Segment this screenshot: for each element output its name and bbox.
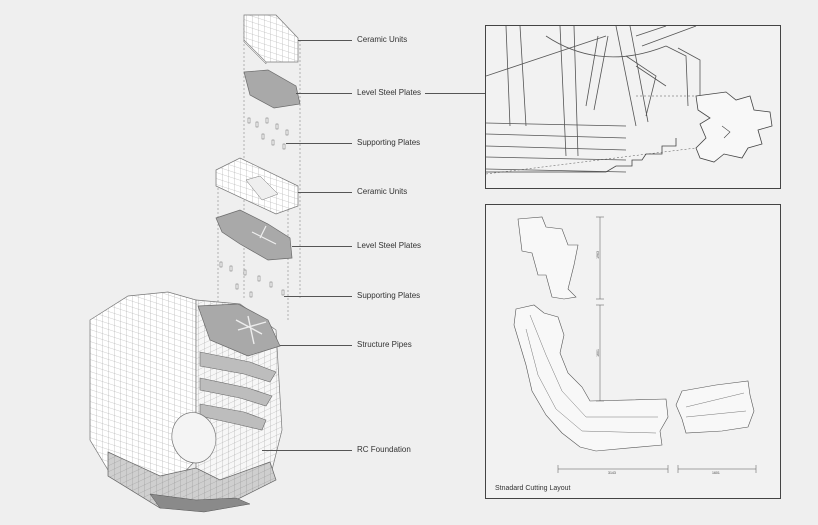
- ceramic-units-mid-layer: [215, 157, 299, 215]
- label-level-steel-plates-mid: Level Steel Plates: [357, 241, 422, 250]
- label-structure-pipes: Structure Pipes: [357, 340, 412, 349]
- label-ceramic-units-mid: Ceramic Units: [357, 187, 408, 196]
- dimension-small-piece-width: 1601: [712, 471, 720, 475]
- dimension-l-piece-width: 3143: [608, 471, 616, 475]
- cutting-layout-drawing: [513, 216, 757, 473]
- detail-elevation-drawing: [486, 26, 773, 175]
- leader-supporting-plates-top: [286, 143, 352, 144]
- leader-level-steel-to-panel: [425, 93, 485, 94]
- label-ceramic-units-top: Ceramic Units: [357, 35, 408, 44]
- main-structure-mass: [89, 291, 283, 513]
- label-level-steel-plates-top: Level Steel Plates: [357, 88, 422, 97]
- label-supporting-plates-mid: Supporting Plates: [357, 291, 421, 300]
- leader-level-steel-plates-mid: [292, 246, 352, 247]
- leader-supporting-plates-mid: [284, 296, 352, 297]
- label-rc-foundation: RC Foundation: [357, 445, 411, 454]
- level-steel-plate-mid: [215, 209, 293, 261]
- cutting-layout-caption: Stnadard Cutting Layout: [495, 485, 571, 492]
- dimension-top-piece: 1963: [595, 251, 600, 259]
- supporting-plates-mid: [219, 261, 285, 298]
- leader-level-steel-plates-top: [296, 93, 352, 94]
- cutting-layout-panel: 1963 1601 3143 1601 Stnadard Cutting Lay…: [485, 204, 781, 499]
- detail-elevation-panel: [485, 25, 781, 189]
- dimension-l-piece-height: 1601: [595, 349, 600, 357]
- leader-ceramic-units-mid: [298, 192, 352, 193]
- level-steel-plate-top: [243, 69, 301, 109]
- supporting-plates-top: [247, 117, 289, 150]
- ceramic-units-top-layer: [243, 14, 299, 65]
- label-supporting-plates-top: Supporting Plates: [357, 138, 421, 147]
- leader-ceramic-units-top: [298, 40, 352, 41]
- leader-structure-pipes: [280, 345, 352, 346]
- leader-rc-foundation: [262, 450, 352, 451]
